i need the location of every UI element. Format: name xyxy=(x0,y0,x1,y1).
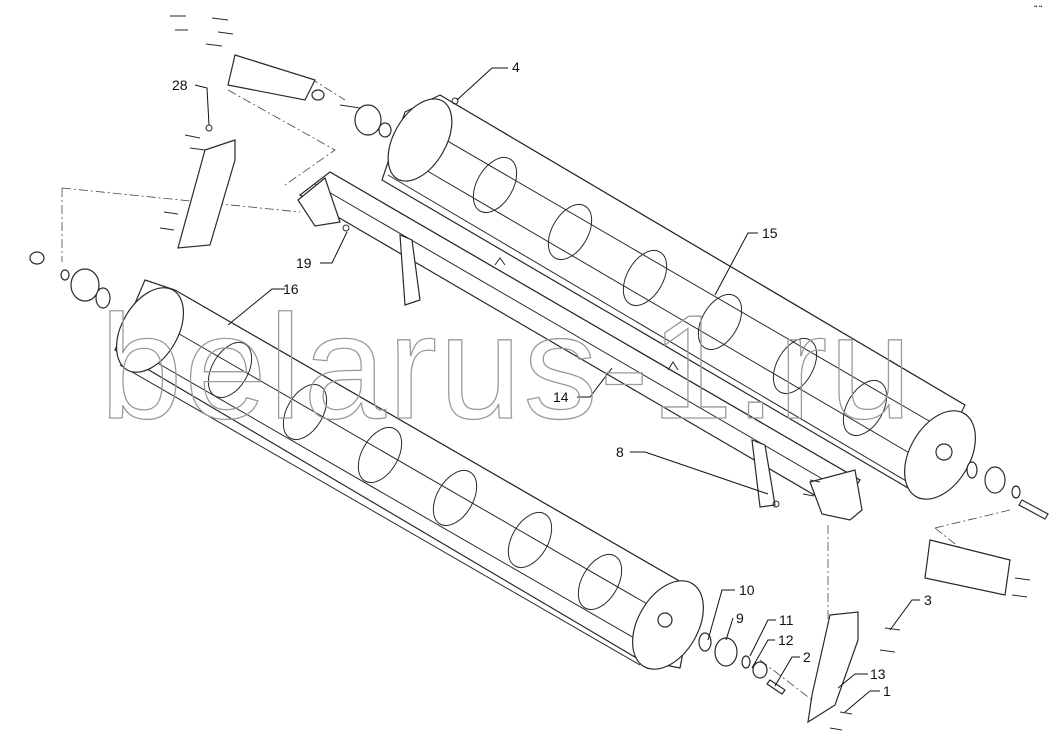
callout-10: 10 xyxy=(739,582,755,598)
watermark-text: belarus-1.ru xyxy=(100,285,914,450)
callout-9: 9 xyxy=(736,610,744,626)
roller-rings xyxy=(472,157,888,436)
callout-2: 2 xyxy=(803,649,811,665)
corner-note: •• •• xyxy=(1034,4,1043,10)
callout-15: 15 xyxy=(762,225,778,241)
callout-19: 19 xyxy=(296,255,312,271)
callout-1: 1 xyxy=(883,683,891,699)
callout-11: 11 xyxy=(779,612,794,628)
callout-4: 4 xyxy=(512,59,520,75)
callout-labels: 1 2 3 4 8 9 10 11 12 13 14 15 16 19 28 xyxy=(172,59,932,699)
upper-roller xyxy=(381,94,1049,520)
callout-16: 16 xyxy=(283,281,299,297)
callout-13: 13 xyxy=(870,666,886,682)
callout-3: 3 xyxy=(924,592,932,608)
callout-14: 14 xyxy=(553,389,569,405)
frame-beam xyxy=(297,171,863,521)
lower-roller xyxy=(29,251,786,695)
callout-8: 8 xyxy=(616,444,624,460)
leader-lines xyxy=(194,67,920,713)
callout-12: 12 xyxy=(778,632,794,648)
callout-28: 28 xyxy=(172,77,188,93)
brackets xyxy=(177,54,1011,724)
roller-rings xyxy=(207,342,623,610)
